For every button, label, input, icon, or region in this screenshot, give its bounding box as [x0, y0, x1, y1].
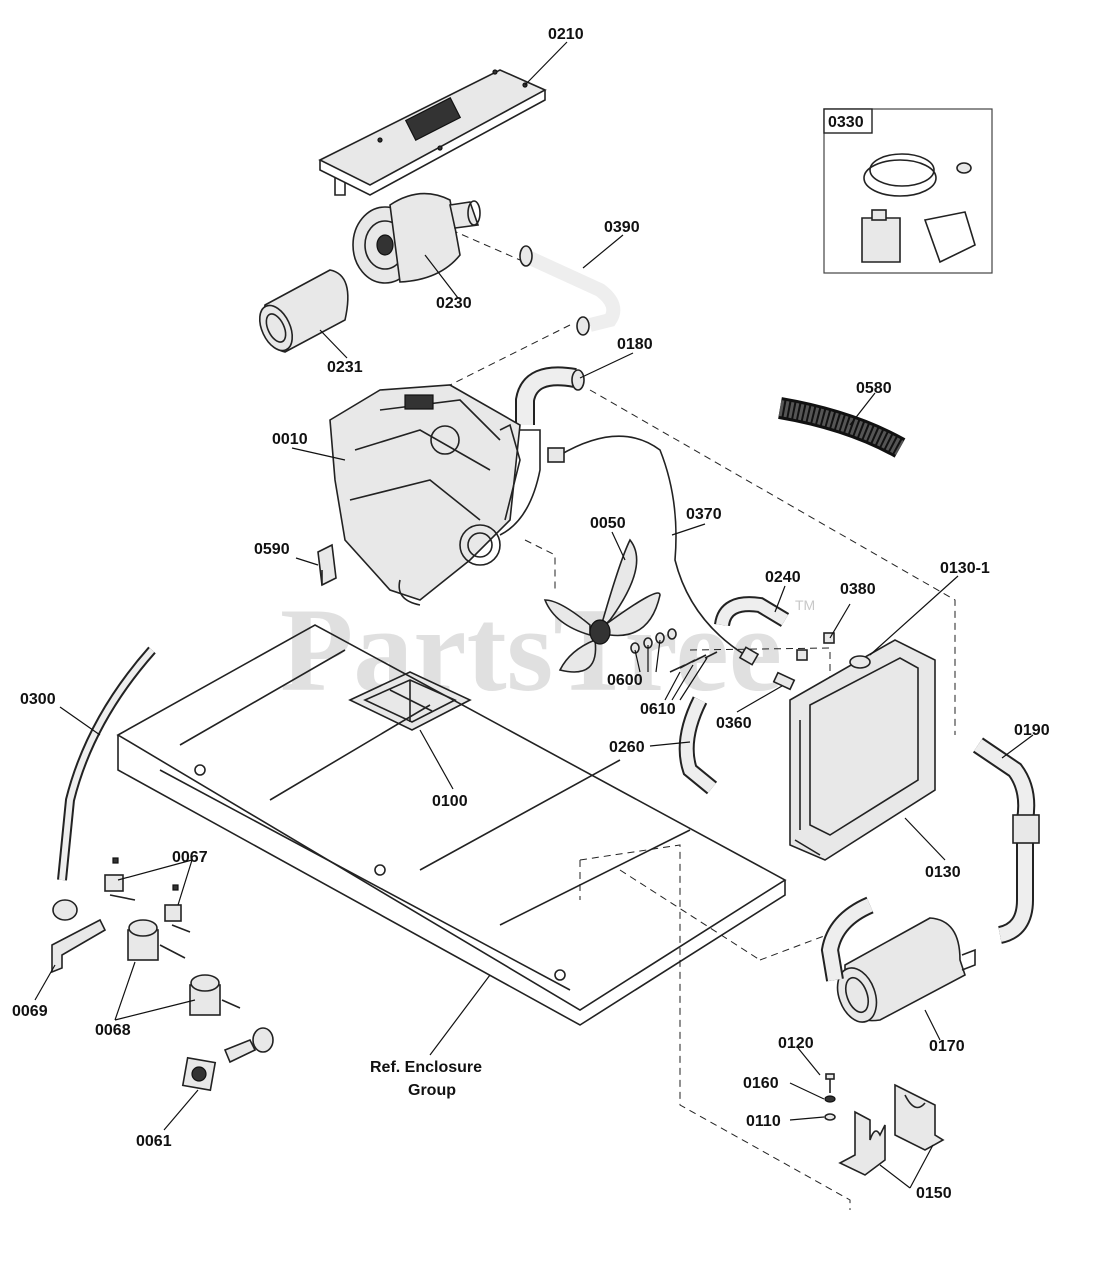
part-0360-sensor[interactable]: [772, 671, 796, 691]
label-0390: 0390: [604, 219, 640, 236]
part-0160-lock-washer[interactable]: [824, 1095, 836, 1103]
part-0110-washer[interactable]: [824, 1113, 836, 1121]
ref-enclosure-base-frame[interactable]: [116, 624, 787, 1026]
label-0360: 0360: [716, 715, 752, 732]
label-0370: 0370: [686, 506, 722, 523]
part-0600-washers[interactable]: [630, 628, 677, 654]
label-0061: 0061: [136, 1133, 172, 1150]
part-0010-engine[interactable]: [329, 384, 541, 606]
label-0380: 0380: [840, 581, 876, 598]
label-0100: 0100: [432, 793, 468, 810]
part-number-labels: 0210 0390 0230 0231 0180 0580 0010 0050 …: [12, 26, 1050, 1202]
label-0069: 0069: [12, 1003, 48, 1020]
part-0068-solenoid-valves[interactable]: [127, 919, 241, 1016]
label-0170: 0170: [929, 1038, 965, 1055]
part-0061-flange[interactable]: [181, 1056, 217, 1092]
label-ref-enclosure-line1: Ref. Enclosure: [370, 1059, 482, 1076]
part-0120-bolt[interactable]: [825, 1073, 835, 1093]
part-0069-bracket[interactable]: [51, 918, 107, 974]
label-0110: 0110: [746, 1113, 781, 1130]
label-0130: 0130: [925, 864, 961, 881]
part-0190-exhaust-pipe[interactable]: [972, 737, 1040, 944]
label-0067: 0067: [172, 849, 208, 866]
watermark-trademark: TM: [795, 597, 815, 613]
part-0610-bolts[interactable]: [669, 651, 718, 673]
pipe-nipples: [223, 1027, 274, 1064]
label-0068: 0068: [95, 1022, 131, 1039]
label-0231: 0231: [327, 359, 363, 376]
label-0210: 0210: [548, 26, 584, 43]
part-0240-radiator-hose[interactable]: [714, 596, 790, 627]
fitting-elbow-left: [52, 899, 78, 921]
label-0160: 0160: [743, 1075, 779, 1092]
label-0190: 0190: [1014, 722, 1050, 739]
part-0390-air-intake-hose[interactable]: [519, 245, 621, 336]
label-0150: 0150: [916, 1185, 952, 1202]
part-0100-tray[interactable]: [348, 671, 472, 731]
label-0010: 0010: [272, 431, 308, 448]
part-0170-muffler[interactable]: [820, 896, 976, 1027]
label-0580: 0580: [856, 380, 892, 397]
leader-lines: [34, 41, 1034, 1189]
part-0260-lower-hose[interactable]: [678, 696, 718, 795]
part-0230-air-cleaner[interactable]: [352, 192, 481, 284]
part-0180-upper-hose[interactable]: [515, 366, 585, 425]
label-0260: 0260: [609, 739, 645, 756]
part-0050-cooling-fan[interactable]: [543, 538, 661, 673]
part-0210-top-plate[interactable]: [318, 69, 547, 196]
label-0130-1: 0130-1: [940, 560, 990, 577]
label-0120: 0120: [778, 1035, 814, 1052]
part-0590-bracket[interactable]: [317, 543, 337, 587]
label-0050: 0050: [590, 515, 626, 532]
part-0300-fuel-line[interactable]: [57, 646, 156, 881]
label-0180: 0180: [617, 336, 653, 353]
part-0580-hose-sleeve[interactable]: [778, 397, 906, 458]
label-ref-enclosure-line2: Group: [408, 1082, 456, 1099]
part-0150-muffler-brackets[interactable]: [838, 1083, 945, 1176]
label-0600: 0600: [607, 672, 643, 689]
label-0240: 0240: [765, 569, 801, 586]
part-0231-filter-element[interactable]: [253, 269, 349, 356]
label-0610: 0610: [640, 701, 676, 718]
label-0300: 0300: [20, 691, 56, 708]
label-0590: 0590: [254, 541, 290, 558]
inset-0330-label: 0330: [828, 114, 864, 131]
part-0370-wire-harness[interactable]: [547, 435, 760, 666]
part-0067-shutoff-valves[interactable]: [104, 857, 191, 933]
label-0230: 0230: [436, 295, 472, 312]
part-0330-kit-inset[interactable]: 0330: [823, 108, 993, 274]
part-0380-fitting[interactable]: [796, 632, 835, 661]
part-0130-radiator[interactable]: [789, 639, 936, 861]
